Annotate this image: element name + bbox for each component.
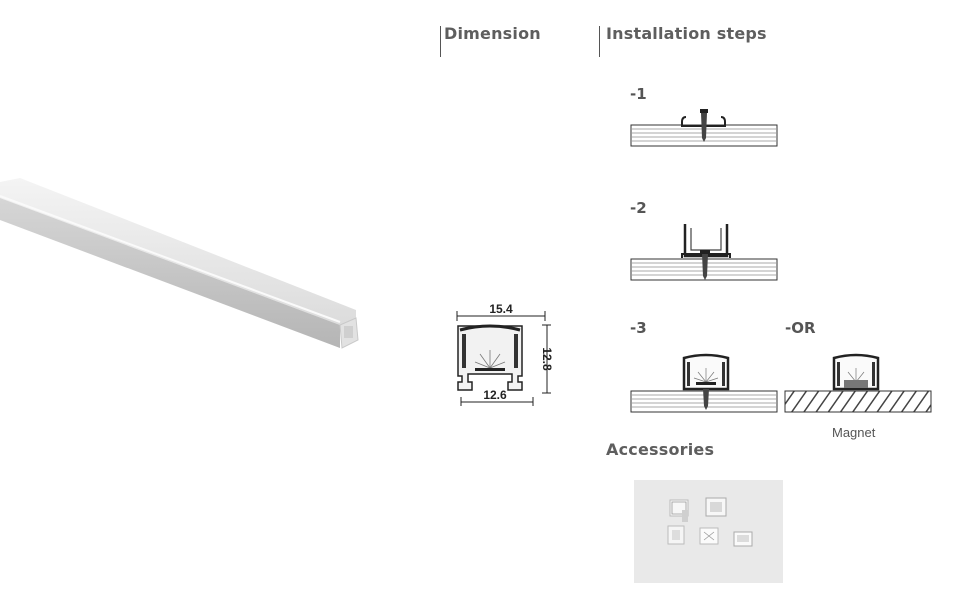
- installation-heading-bar: [599, 26, 600, 57]
- accessories-image: [634, 480, 783, 583]
- magnet-caption: Magnet: [832, 425, 876, 440]
- step-1-diagram: [630, 109, 778, 147]
- led-profile-image: [0, 178, 359, 349]
- accessories-heading: Accessories: [606, 440, 715, 459]
- dimension-heading: Dimension: [444, 24, 541, 43]
- dimension-top-width: 15.4: [489, 302, 513, 316]
- step-3-label: -3: [630, 319, 647, 337]
- or-label: -OR: [785, 319, 816, 337]
- dimension-drawing: 15.4 12.6 12.8: [456, 302, 554, 406]
- step-1-label: -1: [630, 85, 647, 103]
- installation-heading: Installation steps: [606, 24, 767, 43]
- step-3-diagram: [630, 353, 778, 413]
- magnet-diagram: [784, 353, 932, 413]
- step-2-diagram: [630, 224, 778, 281]
- dimension-bottom-width: 12.6: [483, 388, 507, 402]
- dimension-heading-bar: [440, 26, 441, 57]
- dimension-height: 12.8: [540, 347, 554, 371]
- step-2-label: -2: [630, 199, 647, 217]
